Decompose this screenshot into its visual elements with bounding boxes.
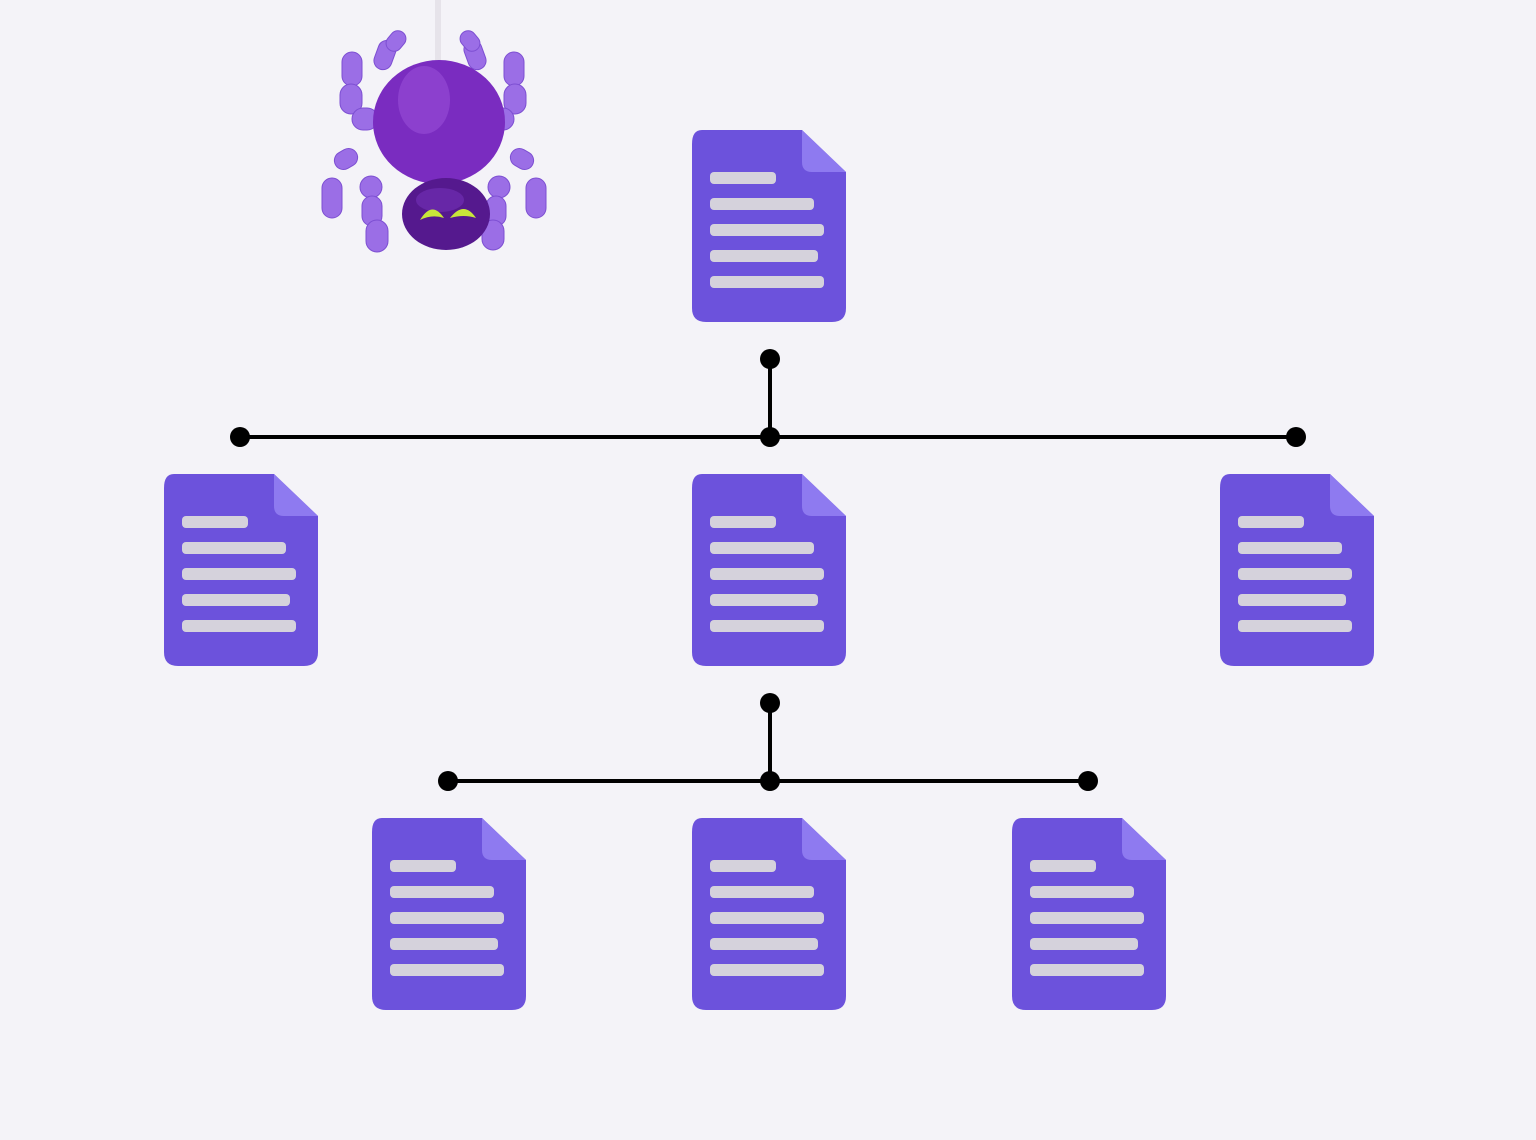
spider-icon bbox=[321, 0, 547, 253]
connector-node bbox=[760, 771, 780, 791]
connector-node bbox=[438, 771, 458, 791]
connector-node bbox=[760, 427, 780, 447]
document-icon-level2-right bbox=[1010, 816, 1170, 1012]
document-icon-level2-left bbox=[370, 816, 530, 1012]
connector-node bbox=[1286, 427, 1306, 447]
document-icon-level1-center bbox=[690, 472, 850, 668]
connector-node bbox=[760, 693, 780, 713]
document-icon-root bbox=[690, 128, 850, 324]
connector-node bbox=[1078, 771, 1098, 791]
connector-node bbox=[760, 349, 780, 369]
document-icon-level2-center bbox=[690, 816, 850, 1012]
connector-node bbox=[230, 427, 250, 447]
document-icon-level1-left bbox=[162, 472, 322, 668]
document-icon-level1-right bbox=[1218, 472, 1378, 668]
